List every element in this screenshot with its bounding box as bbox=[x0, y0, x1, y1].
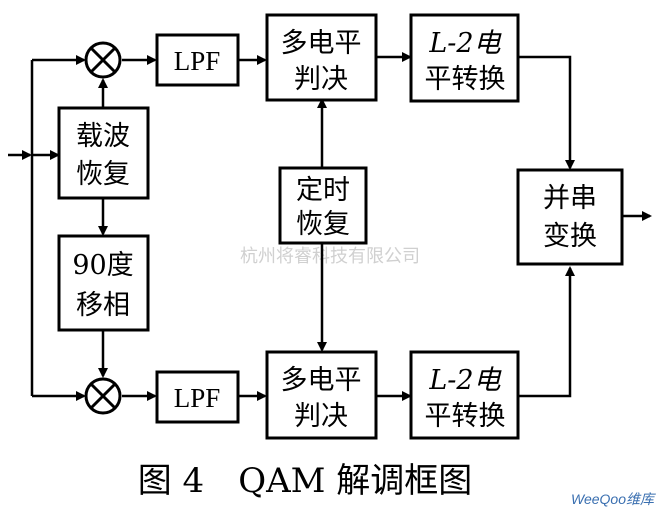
bottom-decision-line-2: 判决 bbox=[294, 401, 348, 432]
bottom-mixer bbox=[84, 377, 122, 415]
parallel-serial-line-1: 并串 bbox=[543, 183, 597, 214]
phase-shift-line-1: 90度 bbox=[72, 250, 133, 281]
bottom-level-conversion-line-1: L-2电 bbox=[428, 365, 502, 396]
phase-shift-block: 90度 移相 bbox=[57, 234, 150, 332]
timing-recovery-block: 定时 恢复 bbox=[278, 166, 368, 245]
parallel-serial-line-2: 变换 bbox=[543, 221, 597, 252]
timing-recovery-line-2: 恢复 bbox=[296, 209, 350, 240]
top-decision-block: 多电平 判决 bbox=[265, 13, 378, 102]
carrier-recovery-block: 载波 恢复 bbox=[57, 106, 150, 200]
carrier-recovery-line-1: 载波 bbox=[76, 121, 130, 152]
bottom-lpf-label: LPF bbox=[174, 383, 221, 413]
figure-caption: 图 4 QAM 解调框图 bbox=[138, 461, 473, 501]
bottom-level-conv-to-ps bbox=[518, 266, 575, 398]
top-level-conversion-line-2: 平转换 bbox=[425, 64, 506, 95]
carrier-recovery-line-2: 恢复 bbox=[76, 159, 130, 190]
timing-recovery-line-1: 定时 bbox=[296, 175, 350, 206]
top-mixer bbox=[84, 41, 122, 79]
top-lpf-block: LPF bbox=[155, 33, 240, 87]
bottom-decision-line-1: 多电平 bbox=[281, 365, 362, 396]
top-level-conv-to-ps bbox=[518, 55, 575, 170]
brand-logo: WeeQoo维库 bbox=[571, 491, 656, 507]
top-decision-line-1: 多电平 bbox=[281, 28, 362, 59]
top-level-conversion-block: L-2电 平转换 bbox=[409, 13, 520, 103]
top-level-conversion-line-1: L-2电 bbox=[428, 28, 502, 59]
signal-wires bbox=[8, 52, 652, 401]
top-decision-line-2: 判决 bbox=[294, 64, 348, 95]
parallel-serial-block: 并串 变换 bbox=[516, 168, 624, 266]
top-lpf-label: LPF bbox=[174, 46, 221, 76]
bottom-lpf-block: LPF bbox=[155, 370, 240, 424]
phase-shift-line-2: 移相 bbox=[76, 290, 130, 321]
bottom-level-conversion-line-2: 平转换 bbox=[425, 401, 506, 432]
bottom-level-conversion-block: L-2电 平转换 bbox=[409, 350, 520, 440]
bottom-decision-block: 多电平 判决 bbox=[265, 350, 378, 440]
watermark-text: 杭州将睿科技有限公司 bbox=[240, 246, 420, 267]
